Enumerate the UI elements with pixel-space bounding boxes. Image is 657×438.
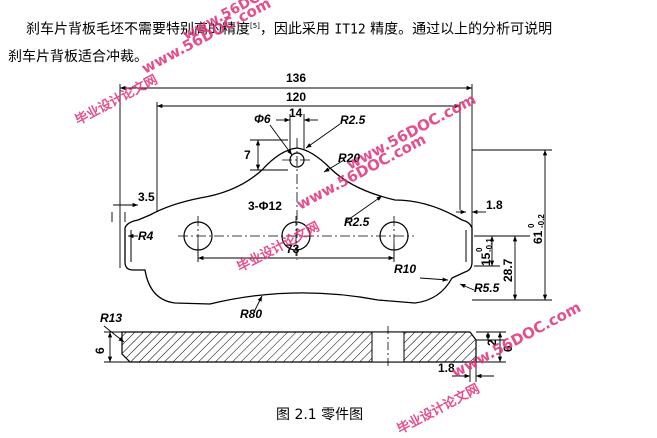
dim-1-8-top: 1.8 xyxy=(486,198,503,212)
dim-15-tol-upper: 0 xyxy=(475,247,484,252)
dim-136: 136 xyxy=(286,71,306,85)
dim-r10: R10 xyxy=(394,262,416,276)
tolerance-code: IT12 xyxy=(334,22,366,38)
dim-r2-5-mid: R2.5 xyxy=(344,215,370,229)
dim-phi6: Φ6 xyxy=(254,112,271,126)
dim-73: 73 xyxy=(286,242,300,256)
dim-r20: R20 xyxy=(338,151,360,165)
watermark-cn: 毕业设计论文网 xyxy=(394,381,482,438)
figure-caption: 图 2.1 零件图 xyxy=(276,407,364,423)
dim-2: 2 xyxy=(485,339,499,346)
dim-r13: R13 xyxy=(100,311,122,325)
dim-7: 7 xyxy=(244,148,251,162)
dim-6-left: 6 xyxy=(93,347,107,354)
section-view xyxy=(103,325,506,382)
dim-r2-5-top: R2.5 xyxy=(340,113,366,127)
dim-6-right: 6 xyxy=(501,345,515,352)
dim-1-8-bottom: 1.8 xyxy=(438,361,455,375)
text-segment: 精度。通过以上的分析可说明 xyxy=(365,21,553,38)
body-text-line-2: 刹车片背板适合冲裁。 xyxy=(8,49,148,65)
dim-120: 120 xyxy=(286,90,306,104)
body-text-line-1: 刹车片背板毛坯不需要特别高的精度[5]，因此采用 IT12 精度。通过以上的分析… xyxy=(26,16,552,41)
dim-r5-5: R5.5 xyxy=(474,281,500,295)
watermark-cn: 毕业设计论文网 xyxy=(72,72,160,129)
watermark-url: www.56DOC.com xyxy=(343,90,479,173)
watermark-url: www.56DOC.com xyxy=(138,0,274,78)
dim-61-group: 61 0 -0.2 xyxy=(527,214,546,244)
text-segment: ，因此采用 xyxy=(259,21,335,38)
watermark-cn: 毕业设计论文网 xyxy=(234,219,322,276)
dim-15: 15 xyxy=(479,252,493,266)
dim-r80: R80 xyxy=(240,307,262,321)
dim-r4: R4 xyxy=(138,229,154,243)
dim-61-tol-upper: 0 xyxy=(527,223,536,228)
dim-15-tol-lower: -0.1 xyxy=(485,238,494,252)
dim-61-tol-lower: -0.2 xyxy=(537,214,546,228)
citation-ref[interactable]: [5] xyxy=(250,22,260,30)
watermark-layer: www.56DOC.com 毕业设计论文网 www.56DOC.com 毕业设计… xyxy=(72,0,584,438)
dim-3-5: 3.5 xyxy=(138,190,155,204)
dim-15-group: 15 0 -0.1 xyxy=(475,238,494,266)
dim-3-phi12: 3-Φ12 xyxy=(248,199,282,213)
plate-outline xyxy=(124,147,473,305)
dim-61: 61 xyxy=(531,230,545,244)
dim-28-7: 28.7 xyxy=(501,258,515,282)
dim-14: 14 xyxy=(289,106,303,120)
text-segment: 刹车片背板毛坯不需要特别高的精度 xyxy=(26,21,250,38)
